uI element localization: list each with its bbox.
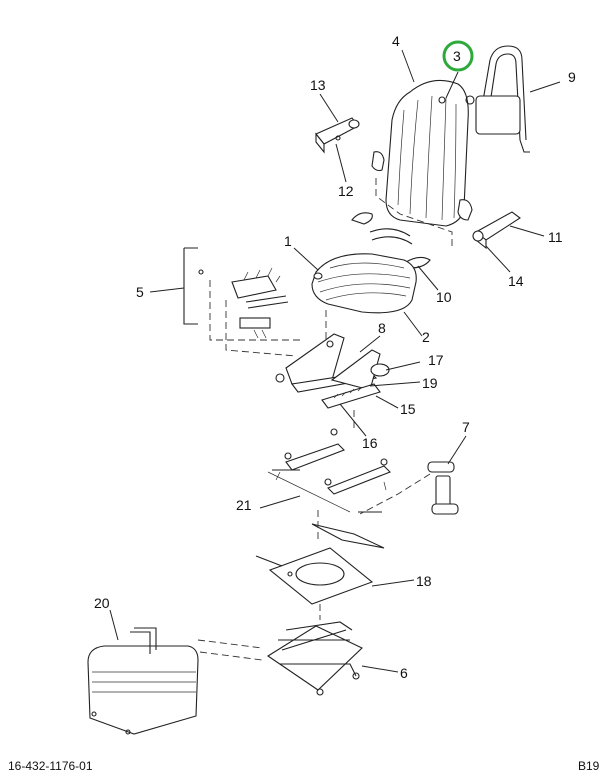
callout-10: 10 <box>436 289 452 305</box>
callout-17: 17 <box>428 352 444 368</box>
callout-labels: 4 3 9 13 12 11 1 14 10 5 2 8 17 19 15 16… <box>94 33 576 681</box>
armrest-left <box>315 117 360 154</box>
seat-frame-slide <box>275 310 390 430</box>
seat-backrest <box>385 79 469 227</box>
callout-6: 6 <box>400 665 408 681</box>
callout-8: 8 <box>378 320 386 336</box>
leader-lines <box>109 49 561 673</box>
callout-7: 7 <box>462 419 470 435</box>
callout-2: 2 <box>422 329 430 345</box>
seat-boot-cover <box>87 627 263 735</box>
callout-3: 3 <box>453 48 461 64</box>
callout-1: 1 <box>284 233 292 249</box>
callout-5: 5 <box>136 284 144 300</box>
callout-18: 18 <box>416 573 432 589</box>
page-code: B19 <box>578 759 600 773</box>
mounting-hardware-kit <box>183 247 300 357</box>
seat-cushion <box>311 253 417 314</box>
callout-9: 9 <box>568 69 576 85</box>
callout-12: 12 <box>338 183 354 199</box>
swivel-plate <box>255 510 385 620</box>
headrest-frame <box>465 45 530 153</box>
callout-15: 15 <box>400 401 416 417</box>
shock-absorber <box>359 461 459 515</box>
callout-11: 11 <box>548 229 563 245</box>
callout-19: 19 <box>422 375 438 391</box>
callout-21: 21 <box>236 497 252 513</box>
backrest-side-brackets <box>371 151 473 221</box>
callout-20: 20 <box>94 595 110 611</box>
drawing-part-number: 16-432-1176-01 <box>8 759 93 773</box>
callout-16: 16 <box>362 435 378 451</box>
callout-13: 13 <box>310 77 326 93</box>
suspension-base <box>266 621 363 696</box>
armrest-right <box>472 211 521 250</box>
highlight-circle <box>442 40 474 72</box>
callout-4: 4 <box>392 33 400 49</box>
callout-14: 14 <box>508 273 524 289</box>
slide-rails <box>267 428 391 513</box>
